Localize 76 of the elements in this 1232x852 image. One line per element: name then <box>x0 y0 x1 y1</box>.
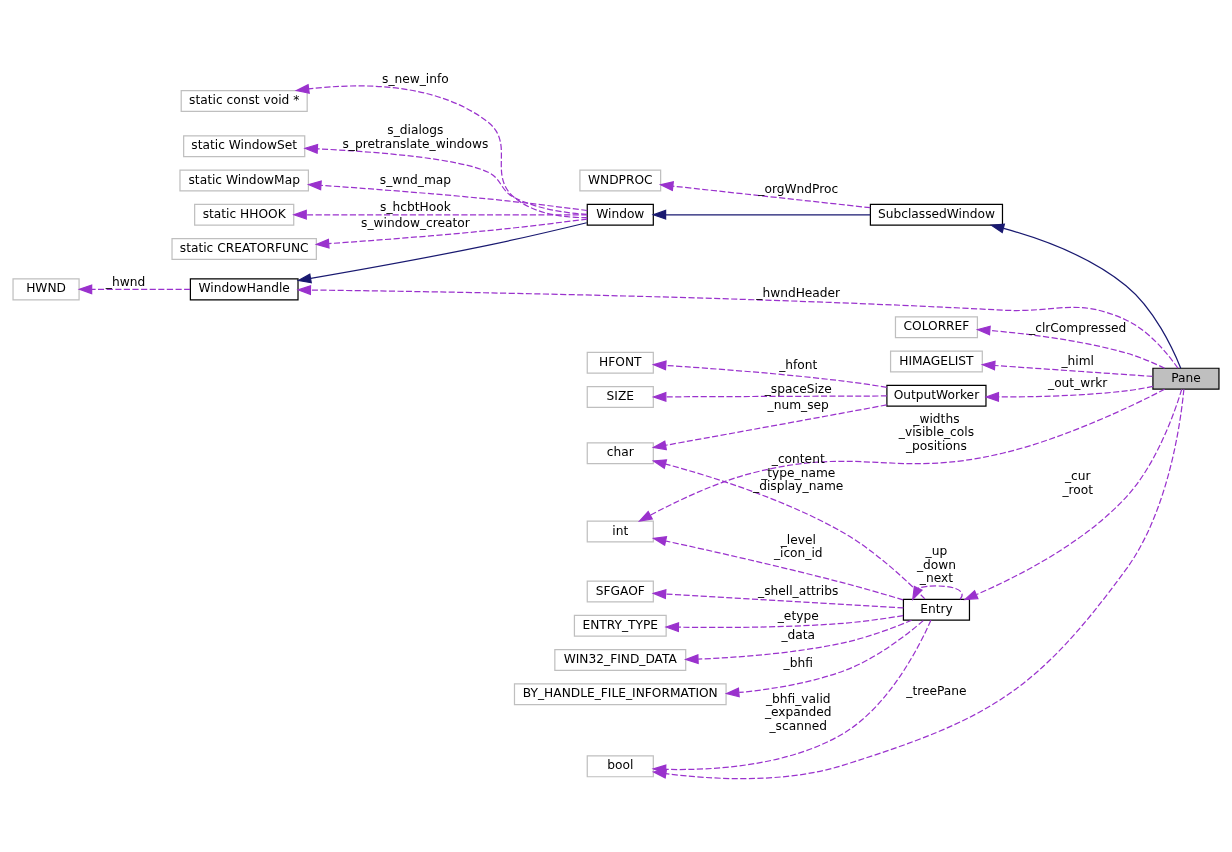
arrow <box>296 222 588 284</box>
edge-label: _hfont <box>779 357 818 372</box>
edge-label: _widths _visible_cols _positions <box>898 411 975 453</box>
edge-label: _orgWndProc <box>758 181 839 196</box>
edge-label: _data <box>781 628 816 643</box>
arrow <box>975 325 1166 369</box>
edge-label: _hwnd <box>105 274 146 289</box>
node-box: WindowHandle <box>189 278 299 301</box>
arrow <box>637 388 1166 522</box>
edge-label: _shell_attribs <box>758 584 839 599</box>
node-box: static CREATORFUNC <box>171 238 317 261</box>
arrow <box>664 615 904 633</box>
node-box: HIMAGELIST <box>889 350 983 373</box>
node-box: static HHOOK <box>194 203 295 226</box>
arrow <box>989 223 1182 369</box>
edge-label: s_wnd_map <box>379 173 452 188</box>
node-box: int <box>586 520 654 543</box>
arrow <box>651 588 904 609</box>
edge-label: _bhfi <box>783 656 813 671</box>
edge-label: s_new_info <box>382 71 449 86</box>
arrow <box>651 536 904 601</box>
edge-label: _treePane <box>906 684 967 699</box>
node-box: COLORREF <box>894 316 978 339</box>
arrow <box>296 284 1179 369</box>
node-box: static WindowSet <box>183 135 306 158</box>
node-box: Entry <box>902 598 971 621</box>
node-box: static WindowMap <box>179 169 309 192</box>
edge-label: _content _type_name _display_name <box>753 452 844 493</box>
edge-label: _num_sep <box>767 398 829 413</box>
arrow <box>963 388 1183 601</box>
edge-label: _himl <box>1061 354 1094 369</box>
arrow <box>294 83 588 219</box>
arrow <box>77 284 191 295</box>
edge-label: s_dialogs s_pretranslate_windows <box>342 123 489 151</box>
node-box: SFGAOF <box>586 580 654 603</box>
arrow <box>651 209 871 220</box>
edge-label: _bhfi_valid _expanded _scanned <box>764 691 832 733</box>
edge-label: _out_wrkr <box>1048 376 1108 391</box>
node-box: SIZE <box>586 386 654 408</box>
edge-label: _cur _root <box>1062 469 1094 497</box>
arrow <box>980 360 1154 378</box>
arrow <box>651 391 888 402</box>
node-box: Pane <box>1152 367 1220 390</box>
edge-label: _level _icon_id <box>773 532 823 561</box>
arrow <box>292 209 588 220</box>
node-box: static const void * <box>180 90 308 113</box>
arrow <box>683 619 913 665</box>
arrow <box>651 619 932 775</box>
edge-label: _clrCompressed <box>1029 321 1127 336</box>
edge-label: _etype <box>777 608 819 623</box>
arrow <box>724 620 924 698</box>
edge-label: _spaceSize <box>764 382 832 397</box>
arrow <box>314 218 588 249</box>
edge-label: s_window_creator <box>361 216 470 230</box>
arrow <box>658 181 871 209</box>
node-box: char <box>586 442 654 465</box>
node-box: bool <box>586 755 654 778</box>
node-box: BY_HANDLE_FILE_INFORMATION <box>513 683 727 706</box>
node-box: WNDPROC <box>579 169 662 192</box>
edge-label: s_hcbtHook <box>380 200 451 215</box>
node-box: HWND <box>12 278 80 301</box>
node-box: WIN32_FIND_DATA <box>554 648 687 671</box>
arrow <box>651 360 888 388</box>
arrow <box>651 459 926 600</box>
node-box: OutputWorker <box>886 384 987 407</box>
arrow <box>911 585 963 601</box>
node-box: HFONT <box>586 351 654 374</box>
node-box: Window <box>586 203 654 226</box>
arrow <box>984 385 1154 403</box>
edge-label: _hwndHeader <box>756 285 841 300</box>
node-box: ENTRY_TYPE <box>573 614 667 637</box>
arrow <box>651 404 888 451</box>
node-box: SubclassedWindow <box>869 203 1004 226</box>
edge-label: _up _down _next <box>916 544 956 586</box>
arrow <box>306 180 588 212</box>
arrow <box>303 143 588 215</box>
